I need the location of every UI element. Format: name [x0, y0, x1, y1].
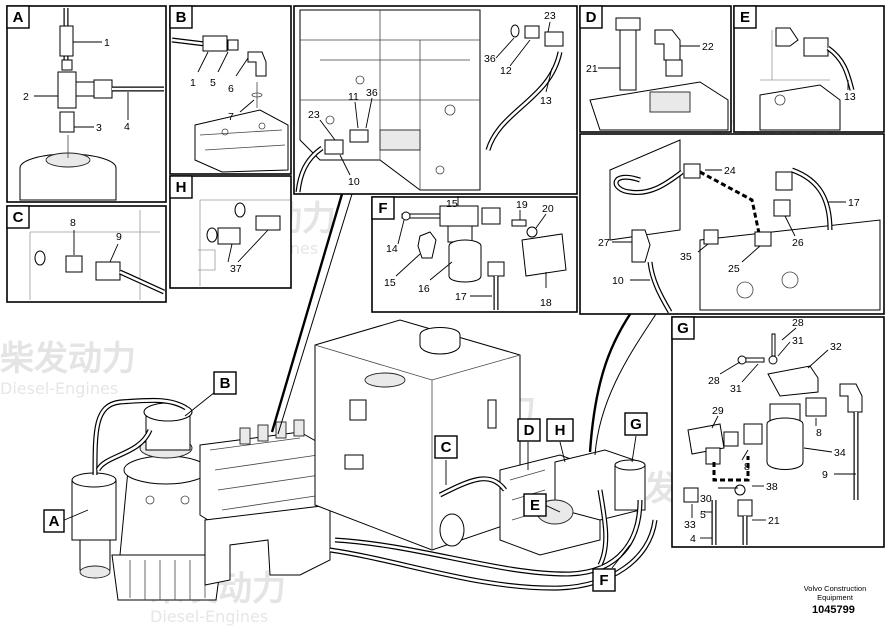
part-number: 1: [104, 37, 110, 49]
callout-A[interactable]: A: [43, 509, 89, 533]
panel-right: 24 17 27 35 26 25 10: [579, 133, 885, 315]
callout-C[interactable]: C: [434, 435, 458, 485]
part-number: 8: [816, 427, 822, 439]
callout-G[interactable]: G: [624, 412, 648, 463]
callout-H[interactable]: H: [546, 418, 574, 463]
panel-B: B 1 5 6 7: [169, 5, 292, 175]
callout-label: F: [599, 572, 608, 589]
part-number: 13: [540, 95, 552, 107]
callout-B[interactable]: B: [184, 371, 237, 417]
part-number: 27: [598, 237, 610, 249]
part-number: 24: [724, 165, 736, 177]
part-number: 38: [766, 481, 778, 493]
callout-label: C: [441, 439, 452, 456]
part-number: 22: [702, 41, 714, 53]
drawing-number: 1045799: [812, 604, 855, 616]
brand-caption: Volvo Construction Equipment: [789, 584, 881, 602]
part-number: 9: [822, 469, 828, 481]
callout-F[interactable]: F: [592, 544, 631, 592]
part-number: 13: [844, 91, 856, 103]
part-number: 4: [690, 533, 696, 545]
part-number: 37: [230, 263, 242, 275]
part-number: 31: [792, 335, 804, 347]
watermark-text-en: Diesel-Engines: [0, 379, 118, 398]
panel-F: F 15 19 20 14 15 16 17 18: [371, 196, 578, 313]
part-number: 15: [384, 277, 396, 289]
part-number: 25: [728, 263, 740, 275]
callout-label: D: [524, 422, 535, 439]
watermark-text-en: Diesel-Engines: [150, 607, 268, 626]
panel-label: F: [378, 200, 387, 217]
brand-line-2: Equipment: [817, 593, 853, 602]
panel-C: C 8 9: [6, 205, 167, 303]
part-number: 28: [708, 375, 720, 387]
panel-label: C: [13, 209, 24, 226]
part-number: 17: [455, 291, 467, 303]
part-number: 8: [70, 217, 76, 229]
callout-label: H: [555, 422, 566, 439]
panel-label: E: [740, 9, 750, 26]
part-number: 5: [700, 509, 706, 521]
callout-D[interactable]: D: [517, 418, 541, 470]
callout-label: E: [530, 497, 540, 514]
panel-D: D 21 22: [579, 5, 732, 133]
part-number: 15: [446, 198, 458, 210]
part-number: 28: [792, 317, 804, 329]
panel-label: A: [13, 9, 24, 26]
part-number: 3: [96, 122, 102, 134]
panel-G: G 28 31 32 28 31 29 8: [671, 316, 885, 548]
panel-center: 23 36 12 13 23 11 36 10: [293, 5, 578, 195]
part-number: 17: [848, 197, 860, 209]
callout-E[interactable]: E: [523, 493, 561, 517]
part-number: 5: [210, 77, 216, 89]
part-number: 36: [366, 87, 378, 99]
part-number: 18: [540, 297, 552, 309]
part-number: 7: [228, 111, 234, 123]
part-number: 20: [542, 203, 554, 215]
part-number: 9: [116, 231, 122, 243]
part-number: 21: [586, 63, 598, 75]
part-number: 10: [348, 176, 360, 188]
part-number: 4: [124, 121, 130, 133]
part-number: 32: [830, 341, 842, 353]
callout-label: B: [220, 375, 231, 392]
part-number: 6: [228, 83, 234, 95]
part-number: 23: [308, 109, 320, 121]
main-callouts: A B C D H E G: [43, 371, 648, 592]
part-number: 33: [684, 519, 696, 531]
panel-label: G: [677, 320, 689, 337]
panel-label: D: [586, 9, 597, 26]
part-number: 16: [418, 283, 430, 295]
part-number: 35: [680, 251, 692, 263]
part-number: 34: [834, 447, 846, 459]
callout-label: A: [49, 513, 60, 530]
part-number: 29: [712, 405, 724, 417]
panel-H: H 37: [169, 175, 292, 289]
part-number: 10: [612, 275, 624, 287]
brand-line-1: Volvo Construction: [803, 584, 867, 593]
part-number: 8: [744, 461, 750, 473]
part-number: 31: [730, 383, 742, 395]
main-assembly: [71, 319, 658, 601]
panel-E: E 13: [733, 5, 885, 133]
part-number: 2: [23, 91, 29, 103]
part-number: 36: [484, 53, 496, 65]
part-number: 11: [348, 91, 359, 103]
part-number: 30: [700, 493, 712, 505]
watermark-text: 柴发动力: [0, 339, 136, 379]
part-number: 21: [768, 515, 780, 527]
part-number: 1: [190, 77, 196, 89]
part-number: 19: [516, 199, 528, 211]
panel-label: B: [176, 9, 187, 26]
panel-label: H: [176, 179, 187, 196]
part-number: 23: [544, 10, 556, 22]
callout-label: G: [630, 416, 642, 433]
panel-A: A 1 2 3 4: [6, 5, 167, 203]
part-number: 12: [500, 65, 512, 77]
part-number: 26: [792, 237, 804, 249]
part-number: 14: [386, 243, 398, 255]
